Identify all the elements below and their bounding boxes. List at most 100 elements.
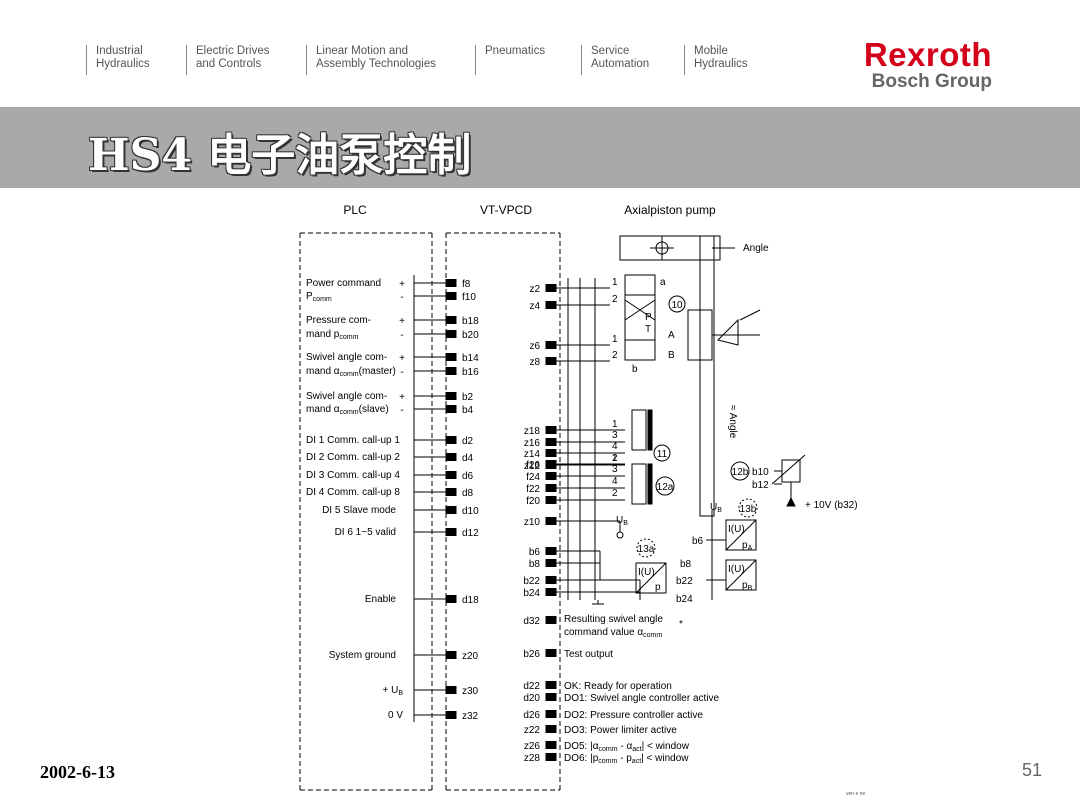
diagram-static-lines bbox=[299, 232, 806, 791]
nav-line1: Industrial bbox=[96, 45, 143, 57]
vt-input-terminal bbox=[445, 392, 457, 400]
vt-output-terminal bbox=[545, 472, 557, 480]
vt-input-pin-label: z30 bbox=[462, 686, 479, 697]
nav-electric-drives[interactable]: Electric Drives and Controls bbox=[186, 45, 269, 75]
vt-output-pin-label: z12 bbox=[524, 461, 541, 472]
nav-mobile-hydraulics[interactable]: Mobile Hydraulics bbox=[684, 45, 748, 75]
output-do3: DO3: Power limiter active bbox=[564, 725, 677, 736]
plc-signal-label: DI 6 1~5 valid bbox=[335, 527, 396, 538]
vt-output-terminal bbox=[545, 693, 557, 701]
vt-input-terminal bbox=[445, 471, 457, 479]
nav-service-automation[interactable]: Service Automation bbox=[581, 45, 649, 75]
wire-number: 1 bbox=[612, 419, 618, 430]
vt-output-pin-label: z16 bbox=[524, 438, 541, 449]
vt-input-terminal bbox=[445, 651, 457, 659]
output-do2: DO2: Pressure controller active bbox=[564, 710, 703, 721]
transducer-diag bbox=[635, 562, 667, 594]
nav-line2: Hydraulics bbox=[694, 57, 748, 70]
vt-input-pin-label: d10 bbox=[462, 506, 479, 517]
vt-input-terminal bbox=[445, 453, 457, 461]
plc-signal-label: + UB bbox=[382, 685, 403, 697]
vt-input-pin-label: d2 bbox=[462, 436, 474, 447]
plc-signal-polarity: - bbox=[400, 330, 403, 341]
output-do1: DO1: Swivel angle controller active bbox=[564, 693, 720, 704]
nav-linear-motion[interactable]: Linear Motion and Assembly Technologies bbox=[306, 45, 436, 75]
output-resulting-line2: command value αcomm bbox=[564, 627, 662, 639]
vt-output-terminal bbox=[545, 449, 557, 457]
wire-number: 2 bbox=[612, 350, 618, 361]
wire-number: 4 bbox=[612, 441, 618, 452]
pump-swashplate bbox=[717, 318, 739, 346]
sensor11-coil bbox=[631, 409, 647, 451]
valve-port-a: a bbox=[660, 277, 666, 288]
vt-output-terminal bbox=[545, 496, 557, 504]
transducer-pB-label: pB bbox=[742, 580, 753, 592]
nav-line2: and Controls bbox=[196, 57, 262, 70]
vt-input-terminal bbox=[445, 528, 457, 536]
vt-input-pin-label: d18 bbox=[462, 595, 479, 606]
valve-port-B: B bbox=[668, 350, 675, 361]
vt-output-terminal bbox=[545, 301, 557, 309]
header-axialpiston-pump: Axialpiston pump bbox=[624, 203, 716, 217]
valve-arrow bbox=[624, 299, 656, 321]
plc-signal-polarity: + bbox=[399, 353, 405, 364]
actuator-ramp bbox=[739, 309, 761, 321]
vt-input-pin-label: b20 bbox=[462, 330, 479, 341]
circled-13b-label: 13b bbox=[740, 504, 757, 515]
plc-signal-label: Pcomm bbox=[306, 291, 332, 303]
vt-input-pin-label: b2 bbox=[462, 392, 474, 403]
vt-output-terminal bbox=[545, 426, 557, 434]
circled-13a-label: 13a bbox=[638, 544, 655, 555]
vt-input-pin-label: b14 bbox=[462, 353, 479, 364]
vt-output-pin-label: b26 bbox=[523, 649, 540, 660]
transducer-iu-label: I(U) bbox=[728, 564, 745, 575]
transducer-iu-label: I(U) bbox=[638, 567, 655, 578]
nav-industrial-hydraulics[interactable]: Industrial Hydraulics bbox=[86, 45, 150, 75]
vt-input-terminal bbox=[445, 316, 457, 324]
vt-output-pin-label: d26 bbox=[523, 710, 540, 721]
pump-pin-b22: b22 bbox=[676, 576, 693, 587]
vt-output-terminal bbox=[545, 710, 557, 718]
vt-output-terminal bbox=[545, 681, 557, 689]
vt-output-pin-label: z26 bbox=[524, 741, 541, 752]
vt-input-pin-label: d4 bbox=[462, 453, 474, 464]
vt-input-terminal bbox=[445, 353, 457, 361]
vt-input-terminal bbox=[445, 506, 457, 514]
nav-line2: Automation bbox=[591, 57, 650, 70]
pump-pin-b12: b12 bbox=[752, 480, 769, 491]
vt-output-terminal bbox=[545, 753, 557, 761]
plc-signal-label: mand pcomm bbox=[306, 329, 359, 341]
vt-input-pin-label: z32 bbox=[462, 711, 479, 722]
potentiometer bbox=[781, 459, 801, 483]
vt-output-pin-label: z18 bbox=[524, 426, 541, 437]
circled-13a bbox=[636, 538, 656, 558]
circled-11-label: 11 bbox=[657, 449, 668, 460]
transducer-pA bbox=[725, 519, 757, 551]
vt-output-terminal bbox=[545, 559, 557, 567]
pump-shaft bbox=[699, 235, 715, 517]
corner-mark: ven e ne bbox=[846, 791, 865, 797]
vt-output-terminal bbox=[545, 547, 557, 555]
rexroth-logo[interactable]: Rexroth Bosch Group bbox=[864, 38, 992, 92]
vt-input-pin-label: f10 bbox=[462, 292, 476, 303]
vt-output-pin-label: f20 bbox=[526, 496, 540, 507]
potentiometer-wiper bbox=[771, 454, 806, 485]
transducer-13a bbox=[635, 562, 667, 594]
circled-10 bbox=[668, 295, 686, 313]
nav-pneumatics[interactable]: Pneumatics bbox=[475, 45, 545, 75]
vt-output-terminal bbox=[545, 649, 557, 657]
vt-output-pin-label: d22 bbox=[523, 681, 540, 692]
vt-input-pin-label: d8 bbox=[462, 488, 474, 499]
plc-signal-polarity: + bbox=[399, 279, 405, 290]
wire-number: 2 bbox=[612, 294, 618, 305]
angle-axis-label: ≈ Angle bbox=[727, 405, 738, 439]
header-vt-vpcd: VT-VPCD bbox=[480, 203, 532, 217]
vt-input-pin-label: b4 bbox=[462, 405, 474, 416]
plc-signal-label: System ground bbox=[329, 650, 396, 661]
plc-signal-label: 0 V bbox=[388, 710, 403, 721]
plc-signal-label: mand αcomm(slave) bbox=[306, 404, 389, 416]
valve-port-P: P bbox=[645, 312, 652, 323]
plc-signal-label: Pressure com- bbox=[306, 315, 371, 326]
plc-signal-label: Swivel angle com- bbox=[306, 352, 387, 363]
